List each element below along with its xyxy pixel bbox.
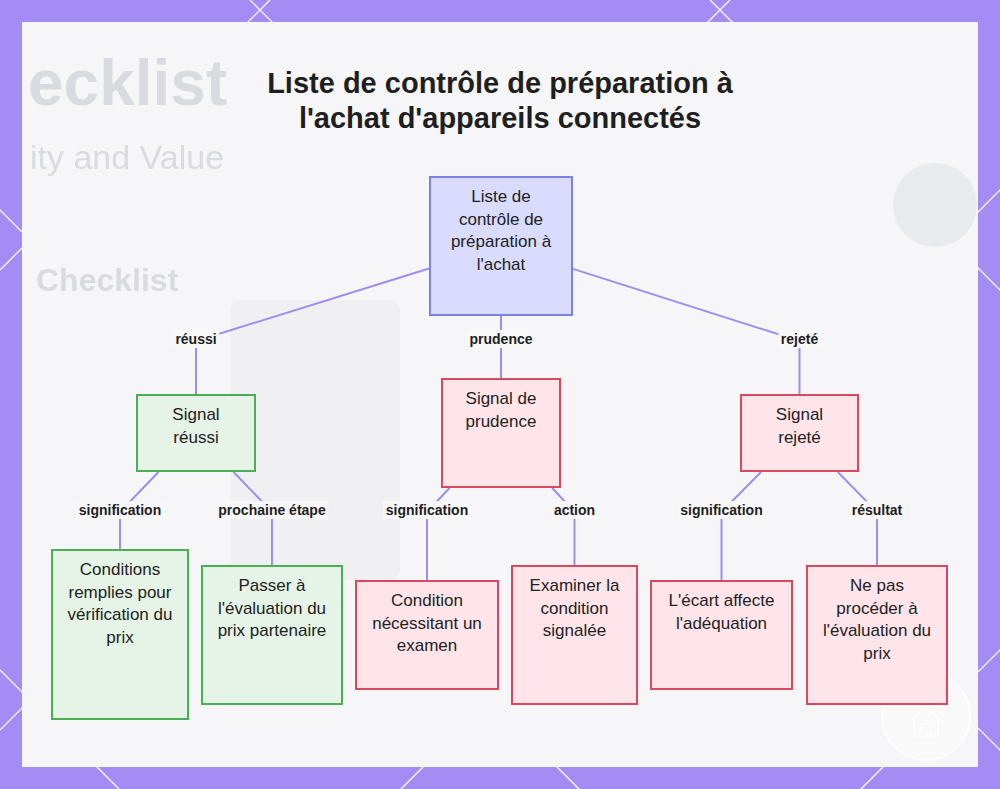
edge-label: résultat bbox=[849, 501, 906, 519]
node-text: L'écart affecte l'adéquation bbox=[666, 590, 777, 635]
node-text: Conditions remplies pour vérification du… bbox=[67, 559, 173, 649]
leaf-box: Condition nécessitant un examen bbox=[355, 580, 499, 690]
edge-label: prudence bbox=[466, 330, 535, 348]
node-text: Passer à l'évaluation du prix partenaire bbox=[217, 575, 327, 643]
faded-device bbox=[893, 163, 977, 247]
edge-label: signification bbox=[383, 501, 471, 519]
signal-box: Signal réussi bbox=[136, 394, 256, 472]
connector bbox=[573, 269, 800, 394]
node-text: Liste de contrôle de préparation à l'ach… bbox=[445, 186, 557, 276]
panel bbox=[22, 22, 978, 767]
connector bbox=[196, 268, 429, 394]
edge-label: signification bbox=[677, 501, 765, 519]
edge-label: signification bbox=[76, 501, 164, 519]
leaf-box: Examiner la condition signalée bbox=[511, 565, 638, 705]
edge-label: rejeté bbox=[778, 330, 821, 348]
root-box: Liste de contrôle de préparation à l'ach… bbox=[429, 176, 573, 316]
signal-box: Signal de prudence bbox=[441, 378, 561, 488]
node-text: Signal rejeté bbox=[756, 404, 843, 449]
signal-box: Signal rejeté bbox=[740, 394, 859, 472]
node-text: Examiner la condition signalée bbox=[527, 575, 622, 643]
background-text: Checklist bbox=[36, 262, 178, 299]
leaf-box: Conditions remplies pour vérification du… bbox=[51, 549, 189, 720]
background-text: ecklist bbox=[28, 46, 227, 120]
background-text: ity and Value bbox=[30, 138, 224, 177]
edge-label: prochaine étape bbox=[215, 501, 328, 519]
diagram-title: Liste de contrôle de préparation à l'ach… bbox=[230, 66, 770, 136]
leaf-box: Ne pas procéder à l'évaluation du prix bbox=[806, 565, 948, 705]
node-text: Condition nécessitant un examen bbox=[371, 590, 483, 658]
edge-label: réussi bbox=[172, 330, 219, 348]
node-text: Signal réussi bbox=[152, 404, 240, 449]
connector bbox=[722, 472, 761, 580]
node-text: Ne pas procéder à l'évaluation du prix bbox=[822, 575, 932, 665]
leaf-box: L'écart affecte l'adéquation bbox=[650, 580, 793, 690]
edge-label: action bbox=[551, 501, 598, 519]
leaf-box: Passer à l'évaluation du prix partenaire bbox=[201, 565, 343, 705]
connector bbox=[552, 488, 574, 565]
node-text: Signal de prudence bbox=[457, 388, 545, 433]
